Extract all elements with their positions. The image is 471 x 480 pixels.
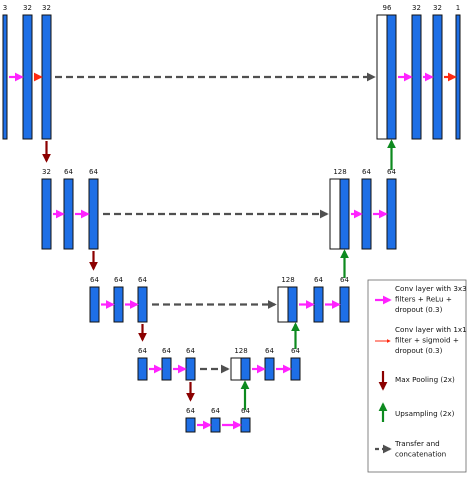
decoder-l1-label-3: 32 xyxy=(433,4,442,12)
decoder-l1-block-4 xyxy=(455,14,461,140)
encoder-l2-label-2: 64 xyxy=(64,168,73,176)
decoder-l4-label-2: 64 xyxy=(265,347,274,355)
encoder-l1-label-1: 3 xyxy=(3,4,7,12)
encoder-l2-block-2 xyxy=(63,178,74,250)
legend-item-1-line-2: filters + ReLu + xyxy=(395,295,452,304)
encoder-l3-block-2 xyxy=(113,286,124,323)
legend-item-5-line-2: concatenation xyxy=(395,450,446,459)
decoder-l2-label-1: 128 xyxy=(333,168,346,176)
encoder-l3-label-1: 64 xyxy=(90,276,99,284)
encoder-l1-block-1 xyxy=(2,14,8,140)
decoder-l4-block-2 xyxy=(264,357,275,381)
decoder-l2-block-2 xyxy=(361,178,372,250)
encoder-l2-label-3: 64 xyxy=(89,168,98,176)
decoder-l4-label-1: 128 xyxy=(234,347,247,355)
legend-item-4-line-1: Upsampling (2x) xyxy=(395,409,455,418)
legend-item-1-line-3: dropout (0.3) xyxy=(395,305,443,314)
encoder-l4-block-1 xyxy=(137,357,148,381)
encoder-l3-label-2: 64 xyxy=(114,276,123,284)
bottleneck-block-2 xyxy=(210,417,221,433)
decoder-l1-concat-block xyxy=(376,14,388,140)
encoder-l2-block-3 xyxy=(88,178,99,250)
encoder-l3-label-3: 64 xyxy=(138,276,147,284)
decoder-l4-upsampled-block xyxy=(240,357,251,381)
legend-box xyxy=(367,279,467,473)
encoder-l2-label-1: 32 xyxy=(42,168,51,176)
decoder-l2-concat-block xyxy=(329,178,341,250)
legend-item-2-line-1: Conv layer with 1x1 xyxy=(395,325,467,334)
legend-item-2-line-2: filter + sigmoid + xyxy=(395,336,459,345)
legend-item-3-line-1: Max Pooling (2x) xyxy=(395,375,455,384)
encoder-l4-label-2: 64 xyxy=(162,347,171,355)
encoder-l4-label-3: 64 xyxy=(186,347,195,355)
encoder-l2-block-1 xyxy=(41,178,52,250)
encoder-l3-block-1 xyxy=(89,286,100,323)
decoder-l4-label-3: 64 xyxy=(291,347,300,355)
encoder-l1-label-2: 32 xyxy=(23,4,32,12)
bottleneck-label-2: 64 xyxy=(211,407,220,415)
decoder-l3-block-3 xyxy=(339,286,350,323)
bottleneck-block-1 xyxy=(185,417,196,433)
decoder-l1-upsampled-block xyxy=(386,14,397,140)
legend-item-2-line-3: dropout (0.3) xyxy=(395,346,443,355)
bottleneck-label-3: 64 xyxy=(241,407,250,415)
decoder-l2-upsampled-block xyxy=(339,178,350,250)
decoder-l4-block-3 xyxy=(290,357,301,381)
encoder-l1-block-2 xyxy=(22,14,33,140)
encoder-l4-label-1: 64 xyxy=(138,347,147,355)
encoder-l4-block-3 xyxy=(185,357,196,381)
arrows-group xyxy=(9,72,457,430)
decoder-l1-label-2: 32 xyxy=(412,4,421,12)
decoder-l1-block-3 xyxy=(432,14,443,140)
decoder-l3-block-2 xyxy=(313,286,324,323)
decoder-l3-upsampled-block xyxy=(287,286,298,323)
decoder-l2-block-3 xyxy=(386,178,397,250)
decoder-l1-label-1: 96 xyxy=(383,4,392,12)
legend-item-5-line-1: Transfer and xyxy=(394,439,440,448)
decoder-l1-block-2 xyxy=(411,14,422,140)
decoder-l3-label-2: 64 xyxy=(314,276,323,284)
bottleneck-block-3 xyxy=(240,417,251,433)
decoder-l4-concat-block xyxy=(230,357,242,381)
encoder-l1-label-3: 32 xyxy=(42,4,51,12)
decoder-l3-concat-block xyxy=(277,286,289,323)
decoder-l1-label-4: 1 xyxy=(456,4,460,12)
decoder-l2-label-3: 64 xyxy=(387,168,396,176)
encoder-l1-block-3 xyxy=(41,14,52,140)
decoder-l2-label-2: 64 xyxy=(362,168,371,176)
encoder-l4-block-2 xyxy=(161,357,172,381)
bottleneck-label-1: 64 xyxy=(186,407,195,415)
decoder-l3-label-1: 128 xyxy=(281,276,294,284)
decoder-l3-label-3: 64 xyxy=(340,276,349,284)
layers-group: 3 32 32 32 64 64 64 64 64 64 64 64 64 64 64 128 64 64 128 6… xyxy=(2,4,461,433)
encoder-l3-block-3 xyxy=(137,286,148,323)
legend-item-1-line-1: Conv layer with 3x3 xyxy=(395,284,467,293)
